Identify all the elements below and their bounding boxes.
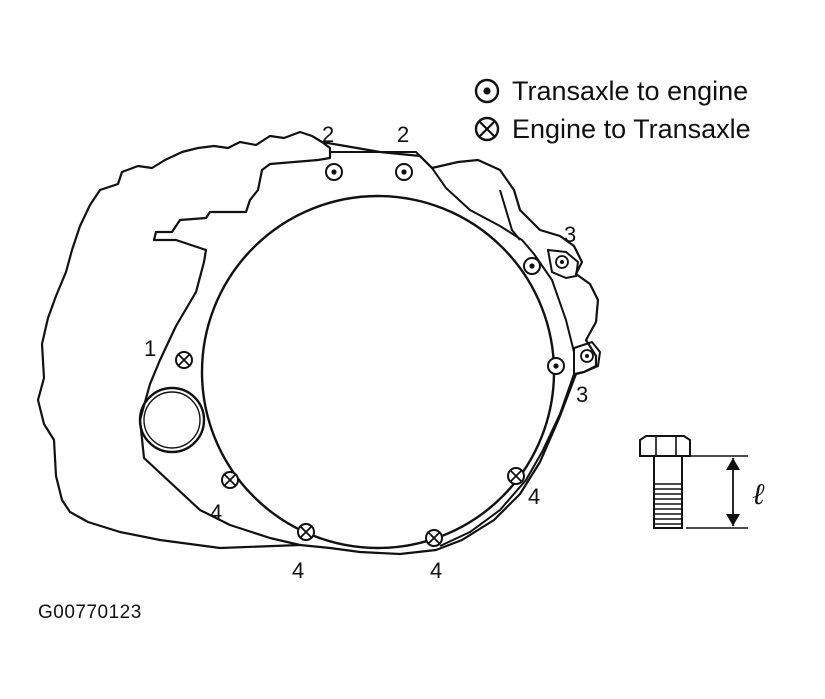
bolt-label-4: 4 [528, 484, 540, 509]
figure-code: G00770123 [38, 602, 142, 623]
bell-bore-circle [200, 194, 556, 550]
bolt-label-3: 3 [564, 222, 576, 247]
bolt-label-4: 4 [210, 500, 222, 525]
bolt-transaxle-to-engine [523, 257, 541, 275]
bolt-engine-to-transaxle [297, 523, 315, 541]
bracket-lower [573, 340, 602, 376]
top-wedge [499, 189, 521, 241]
bolt-engine-to-transaxle [221, 471, 239, 489]
bolt-label-2: 2 [397, 122, 409, 147]
bolt-length-illustration [639, 435, 748, 529]
bell-housing-flange [330, 151, 575, 547]
cross-circle-icon [474, 116, 500, 142]
bolt-label-4: 4 [292, 558, 304, 583]
upper-flange-outline [299, 140, 600, 556]
length-symbol: ℓ [752, 477, 765, 512]
starter-hole [138, 386, 206, 454]
bolt-transaxle-to-engine [395, 163, 413, 181]
starter-hole-inner [143, 391, 201, 449]
transaxle-housing-outline [36, 130, 332, 550]
bolt-transaxle-to-engine [580, 349, 594, 363]
bolt-label-1: 1 [144, 336, 156, 361]
bolt-engine-to-transaxle [175, 351, 193, 369]
dot-circle-icon [474, 78, 500, 104]
bolt-transaxle-to-engine [555, 255, 569, 269]
legend-label: Engine to Transaxle [512, 113, 751, 144]
legend-row-transaxle-to-engine: Transaxle to engine [470, 72, 751, 110]
bolt-label-2: 2 [322, 122, 334, 147]
bracket-upper [546, 248, 580, 280]
bolt-label-3: 3 [576, 382, 588, 407]
bolt-label-4: 4 [430, 558, 442, 583]
bolt-transaxle-to-engine [547, 357, 565, 375]
legend-row-engine-to-transaxle: Engine to Transaxle [470, 110, 751, 148]
legend-label: Transaxle to engine [512, 75, 749, 106]
legend: Transaxle to engine Engine to Transaxle [470, 72, 751, 148]
bolt-transaxle-to-engine [325, 163, 343, 181]
bolt-engine-to-transaxle [507, 467, 525, 485]
bolt-engine-to-transaxle [425, 529, 443, 547]
